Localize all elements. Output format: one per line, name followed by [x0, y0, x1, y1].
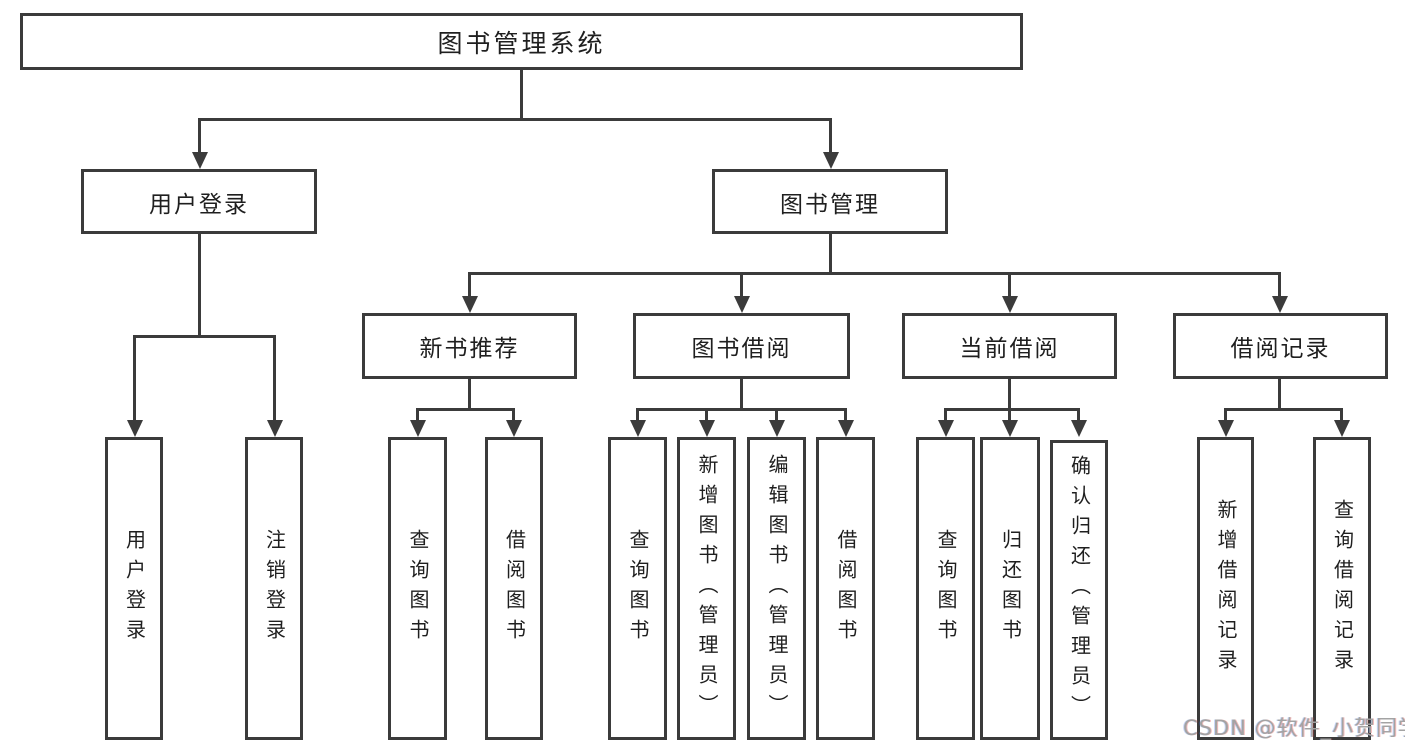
leaf-label: 借阅图书 — [502, 528, 527, 649]
leaf-label: 查询借阅记录 — [1330, 498, 1355, 679]
arrow-down-icon — [1002, 296, 1018, 313]
connector-drop — [740, 272, 743, 297]
connector-bar-book-management — [468, 272, 1281, 275]
arrow-down-icon — [630, 420, 646, 437]
arrow-down-icon — [127, 420, 143, 437]
node-book-management: 图书管理 — [712, 169, 948, 234]
connector-drop — [1008, 408, 1011, 421]
leaf-label: 借阅图书 — [834, 528, 858, 649]
connector-drop — [1340, 408, 1343, 421]
leaf-query-book-borrow: 查询图书 — [608, 437, 667, 740]
leaf-confirm-return-admin: 确认归还（管理员） — [1050, 440, 1108, 740]
connector-stem-new-book — [468, 379, 471, 408]
leaf-label: 查询图书 — [934, 528, 958, 649]
connector-stem-book-borrow — [740, 379, 743, 408]
node-user-login: 用户登录 — [81, 169, 317, 234]
connector-drop — [775, 408, 778, 421]
connector-stem-user-login — [198, 234, 201, 335]
leaf-label: 注销登录 — [262, 528, 287, 649]
node-label: 新书推荐 — [419, 336, 520, 362]
leaf-add-book-admin: 新增图书（管理员） — [677, 437, 736, 740]
leaf-label: 确认归还（管理员） — [1067, 455, 1092, 725]
connector-drop — [273, 335, 276, 421]
leaf-label: 查询图书 — [406, 528, 430, 649]
leaf-borrow-book: 借阅图书 — [816, 437, 875, 740]
connector-bar-borrow-record — [1224, 408, 1343, 411]
arrow-down-icon — [1334, 420, 1350, 437]
leaf-label: 新增借阅记录 — [1214, 498, 1238, 679]
arrow-down-icon — [838, 420, 854, 437]
leaf-logout: 注销登录 — [245, 437, 303, 740]
leaf-label: 新增图书（管理员） — [695, 453, 719, 724]
node-library-management-system: 图书管理系统 — [20, 13, 1023, 70]
arrow-down-icon — [267, 420, 283, 437]
leaf-query-borrow-record: 查询借阅记录 — [1313, 437, 1371, 740]
connector-drop — [133, 335, 136, 421]
connector-drop — [198, 118, 201, 153]
connector-drop — [1224, 408, 1227, 421]
arrow-down-icon — [462, 296, 478, 313]
connector-drop — [944, 408, 947, 421]
node-book-borrow: 图书借阅 — [633, 313, 850, 379]
connector-drop — [1278, 272, 1281, 297]
arrow-down-icon — [1071, 420, 1087, 437]
connector-bar-book-borrow — [636, 408, 847, 411]
connector-stem-current-borrow — [1008, 379, 1011, 408]
node-label: 当前借阅 — [959, 336, 1060, 362]
leaf-return-book: 归还图书 — [980, 437, 1040, 740]
connector-drop — [829, 118, 832, 153]
leaf-edit-book-admin: 编辑图书（管理员） — [747, 437, 806, 740]
connector-bar-user-login — [133, 335, 276, 338]
connector-bar-root — [198, 118, 832, 121]
node-label: 图书管理系统 — [437, 28, 606, 58]
csdn-watermark: CSDN @软件_小贺同学 — [1183, 716, 1405, 740]
arrow-down-icon — [823, 152, 839, 169]
connector-drop — [416, 408, 419, 421]
leaf-add-borrow-record: 新增借阅记录 — [1197, 437, 1254, 740]
connector-bar-current-borrow — [944, 408, 1079, 411]
arrow-down-icon — [734, 296, 750, 313]
arrow-down-icon — [192, 152, 208, 169]
leaf-user-login: 用户登录 — [105, 437, 163, 740]
connector-drop — [844, 408, 847, 421]
leaf-label: 用户登录 — [122, 528, 147, 649]
node-label: 图书借阅 — [691, 336, 792, 362]
leaf-borrow-book-recommend: 借阅图书 — [485, 437, 543, 740]
arrow-down-icon — [410, 420, 426, 437]
arrow-down-icon — [938, 420, 954, 437]
connector-stem-root — [520, 70, 523, 118]
arrow-down-icon — [1218, 420, 1234, 437]
arrow-down-icon — [506, 420, 522, 437]
arrow-down-icon — [769, 420, 785, 437]
node-new-book-recommend: 新书推荐 — [362, 313, 577, 379]
leaf-label: 归还图书 — [998, 528, 1023, 649]
connector-bar-new-book — [416, 408, 515, 411]
node-label: 图书管理 — [780, 191, 880, 218]
connector-drop — [1008, 272, 1011, 297]
connector-drop — [468, 272, 471, 297]
leaf-query-book-recommend: 查询图书 — [388, 437, 447, 740]
connector-stem-borrow-record — [1278, 379, 1281, 408]
node-borrow-record: 借阅记录 — [1173, 313, 1388, 379]
leaf-label: 编辑图书（管理员） — [765, 453, 789, 724]
node-current-borrow: 当前借阅 — [902, 313, 1117, 379]
connector-drop — [705, 408, 708, 421]
arrow-down-icon — [699, 420, 715, 437]
arrow-down-icon — [1272, 296, 1288, 313]
connector-drop — [636, 408, 639, 421]
connector-stem-book-management — [829, 234, 832, 272]
leaf-query-book-current: 查询图书 — [916, 437, 975, 740]
connector-drop — [512, 408, 515, 421]
leaf-label: 查询图书 — [626, 528, 650, 649]
node-label: 用户登录 — [149, 191, 249, 218]
connector-drop — [1077, 408, 1080, 421]
node-label: 借阅记录 — [1230, 336, 1331, 362]
arrow-down-icon — [1002, 420, 1018, 437]
